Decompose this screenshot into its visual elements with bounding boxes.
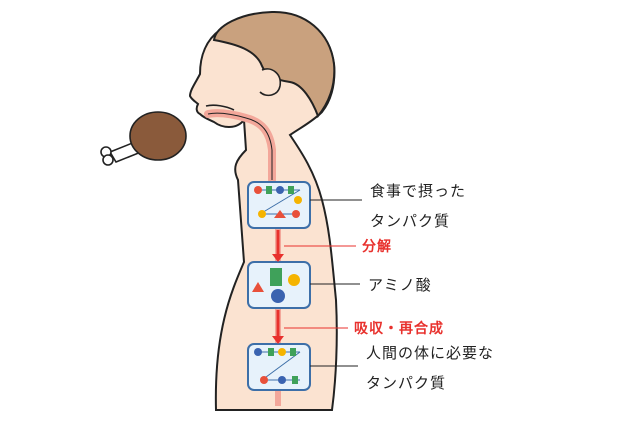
step1-label: 分解 xyxy=(362,239,392,255)
amino-acid-chain-icon xyxy=(254,186,302,218)
amino-acid-chain-icon xyxy=(254,348,301,384)
stage2-label: アミノ酸 xyxy=(368,276,432,294)
stage1-label-line2: タンパク質 xyxy=(370,212,451,230)
step2-label: 吸収・再合成 xyxy=(354,321,444,337)
amino-acid-molecules-icon xyxy=(252,268,300,303)
stage1-label-line1: 食事で摂った xyxy=(370,182,467,200)
chicken-leg-icon xyxy=(100,111,187,166)
stage3-label-line1: 人間の体に必要な xyxy=(366,344,495,362)
stage3-label-line2: タンパク質 xyxy=(366,374,447,392)
